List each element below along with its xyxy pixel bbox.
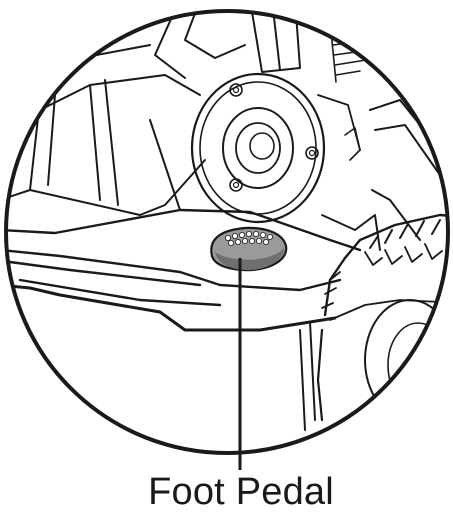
deck-edge [6, 283, 337, 332]
foot-pedal [210, 226, 288, 272]
magnified-detail [6, 11, 448, 431]
base-platform [6, 208, 362, 307]
foot-pedal-label: Foot Pedal [148, 471, 334, 513]
pedal-grip-dots [224, 230, 273, 246]
upper-column [249, 11, 301, 73]
tire [316, 213, 448, 422]
side-bracket [354, 99, 441, 251]
magnifier-circle [4, 9, 450, 455]
lower-body [299, 321, 316, 431]
wheel-hub [190, 72, 361, 231]
